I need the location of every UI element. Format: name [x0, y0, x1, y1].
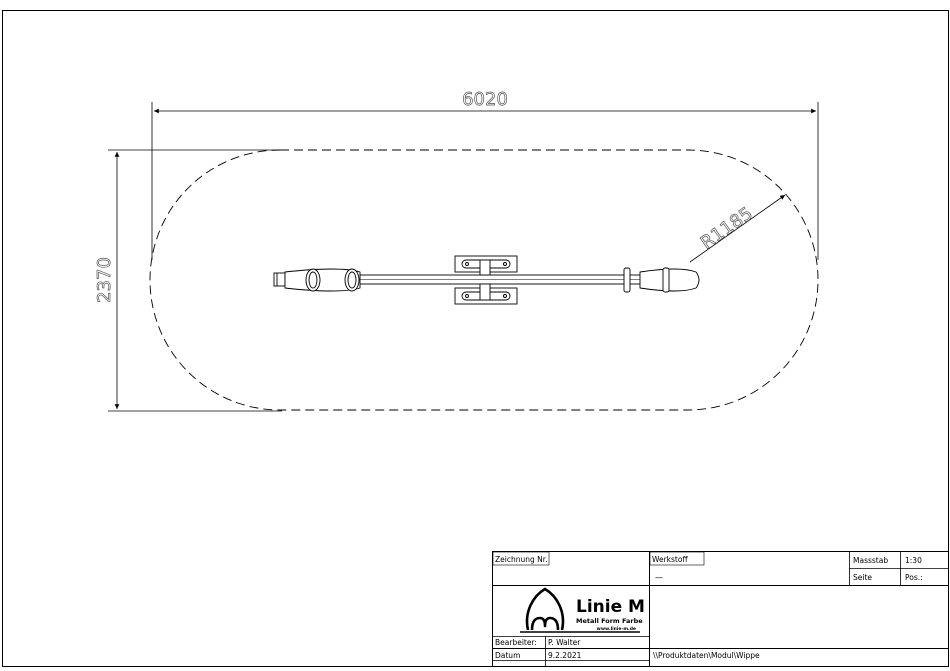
logo-url: www.linie-m.de	[597, 626, 636, 632]
bearbeiter-label: Bearbeiter:	[495, 638, 537, 647]
width-dimension: 2370	[94, 150, 282, 411]
werkstoff-label: Werkstoff	[652, 555, 688, 564]
logo-brand: Linie M	[576, 597, 645, 617]
length-dimension-value: 6020	[462, 89, 508, 110]
width-dimension-value: 2370	[94, 257, 115, 303]
file-path: \\Produktdaten\Modul\Wippe	[653, 651, 760, 660]
seesaw-top-view	[274, 256, 699, 304]
massstab-label: Massstab	[853, 556, 888, 565]
pivot-bearing-bottom	[455, 284, 517, 304]
radius-dimension-value: R1185	[697, 203, 757, 254]
seat-right	[640, 269, 699, 291]
datum-label: Datum	[495, 651, 520, 660]
radius-dimension: R1185	[690, 195, 785, 262]
werkstoff-value: —	[655, 573, 663, 582]
datum-value: 9.2.2021	[548, 651, 582, 660]
handle-right-inner	[624, 268, 630, 292]
bearbeiter-value: P. Walter	[548, 638, 581, 647]
title-block: Zeichnung Nr. Werkstoff — Massstab 1:30 …	[492, 551, 949, 667]
seite-label: Seite	[853, 573, 872, 582]
pos-label: Pos.:	[905, 573, 923, 582]
pivot-bearing-top	[455, 256, 517, 275]
handle-right-outer	[663, 268, 669, 292]
massstab-value: 1:30	[905, 556, 922, 565]
zeichnung-nr-label: Zeichnung Nr.	[495, 555, 548, 564]
logo-tagline: Metall Form Farbe	[576, 617, 643, 625]
beam-end-cap-left	[274, 273, 285, 286]
